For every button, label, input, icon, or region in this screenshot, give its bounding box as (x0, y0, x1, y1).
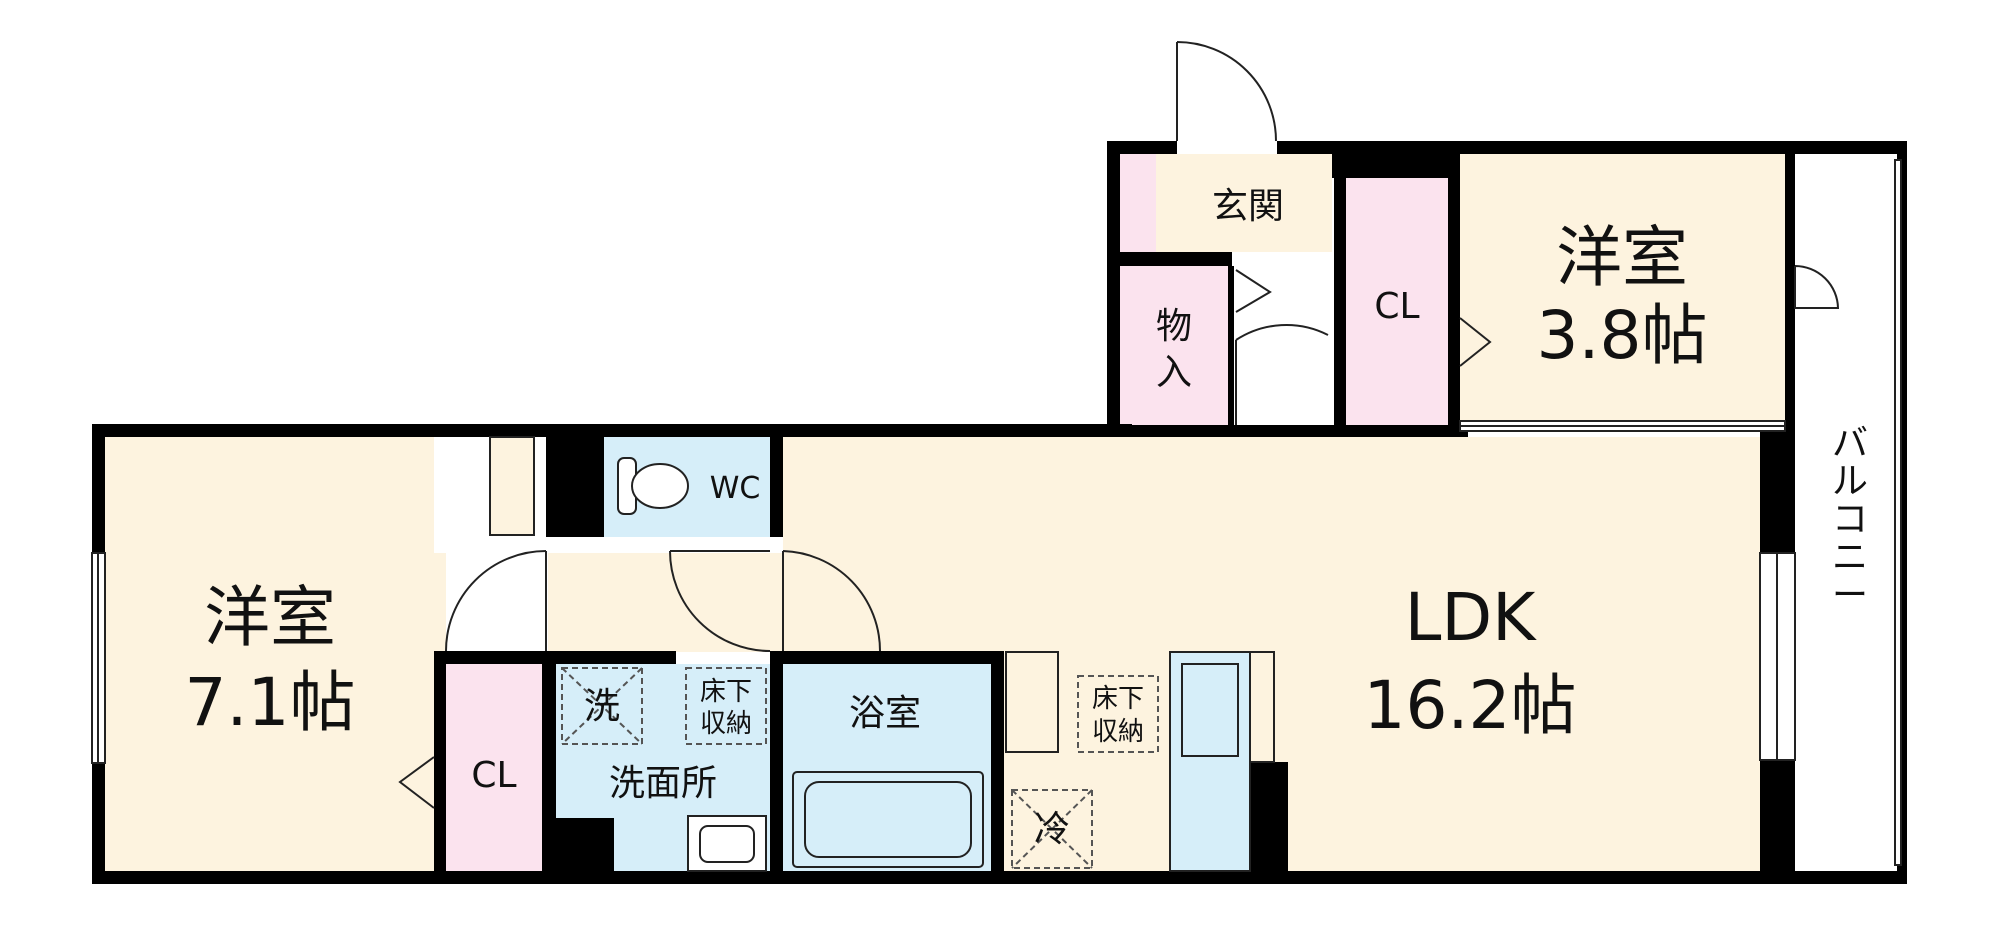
closet-left (446, 664, 542, 871)
wall-bath-left (770, 651, 783, 871)
wall-closet-left (1334, 178, 1346, 425)
wall-bath-top (770, 651, 991, 664)
washroom-label: 洗面所 (609, 763, 717, 804)
wall-closet-right (1448, 154, 1460, 425)
fixtures (489, 436, 1275, 872)
wall-balcony-lower (1760, 760, 1795, 871)
wall-upper-bottom (1120, 425, 1468, 437)
hall-floor (548, 553, 783, 652)
western-room-right-size: 3.8帖 (1537, 297, 1708, 374)
storage-room (1120, 266, 1228, 425)
closet-left-label: CL (471, 755, 516, 796)
kitchen-sink (1181, 663, 1239, 757)
kitchen-edge (1249, 651, 1275, 763)
storage-label-1: 物 (1156, 306, 1192, 347)
bathtub-inner (804, 781, 972, 858)
entrance-floor (1156, 154, 1332, 252)
wall-wc-right (770, 437, 783, 537)
wall-upper-left (1107, 141, 1120, 437)
wall-right-room-right (1785, 154, 1795, 425)
bath-label: 浴室 (849, 693, 921, 734)
left-room-niche (489, 436, 535, 536)
western-room-right-floor (1460, 154, 1785, 425)
bathtub-outer (792, 771, 984, 868)
western-room-left-name: 洋室 (204, 579, 336, 656)
underfloor-kitchen-label-2: 収納 (1092, 717, 1144, 747)
western-room-left-size: 7.1帖 (185, 664, 356, 741)
western-room-right-name: 洋室 (1556, 219, 1688, 296)
wall-bath-right (991, 651, 1004, 871)
wall-wc-left (546, 437, 604, 537)
balcony-floor (1795, 154, 1905, 871)
underfloor-kitchen-label-1: 床下 (1092, 684, 1144, 714)
washer-box (561, 667, 643, 745)
wall-kitchen-stub (1250, 762, 1288, 871)
wall-storage-right (1228, 266, 1234, 425)
doors (398, 41, 1840, 809)
ldk-size: 16.2帖 (1364, 667, 1577, 744)
fridge-box (1011, 789, 1093, 869)
hallway-floor (1232, 266, 1334, 425)
windows (91, 159, 1902, 866)
underfloor-wash-box (685, 667, 767, 745)
sink-basin (699, 825, 755, 863)
entrance-storage (1120, 154, 1156, 252)
kitchen-partition (1005, 651, 1059, 753)
wall-bottom (92, 871, 1907, 884)
wall-balcony-upper (1760, 425, 1795, 553)
balcony-label: バルコニー (1832, 423, 1868, 616)
wall-closet-block (1332, 154, 1460, 178)
underfloor-wash-label-1: 床下 (700, 677, 752, 707)
western-room-left-floor (105, 437, 434, 871)
washer-label: 洗 (584, 686, 620, 727)
wall-wash-left (542, 651, 556, 871)
underfloor-wash-label-2: 収納 (700, 709, 752, 739)
wall-closet-side (434, 651, 446, 871)
fridge-label: 冷 (1034, 809, 1070, 850)
storage-label-2: 入 (1156, 352, 1192, 393)
underfloor-kitchen-box (1077, 675, 1159, 753)
wall-left-top (92, 424, 1132, 437)
wall-upper-top (1107, 141, 1907, 154)
toilet-bowl (631, 463, 689, 509)
ldk-name: LDK (1405, 579, 1538, 656)
wall-entrance-divider (1120, 252, 1232, 266)
closet-right-label: CL (1374, 286, 1419, 327)
closet-right (1346, 178, 1448, 425)
front-door-opening (1177, 141, 1277, 154)
toilet-label: WC (710, 471, 761, 506)
entrance-label: 玄関 (1212, 186, 1284, 227)
labels: 洋室 7.1帖 洋室 3.8帖 LDK 16.2帖 玄関 物 入 CL CL W… (185, 186, 1868, 850)
window-balcony-edge (1894, 159, 1902, 866)
wall-wash-bottom-block (556, 818, 614, 871)
